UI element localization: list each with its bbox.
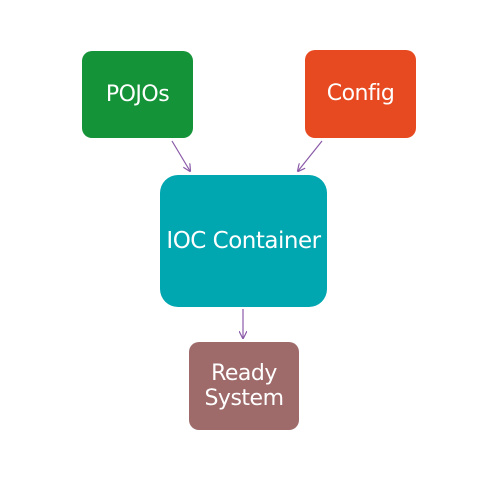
ready-system-label: Ready System: [204, 360, 284, 411]
ioc-container-label: IOC Container: [166, 227, 321, 254]
pojos-node: POJOs: [82, 51, 193, 138]
pojos-label: POJOs: [105, 81, 170, 107]
ready-system-node: Ready System: [189, 342, 299, 430]
arrow-pojos-to-ioc: [171, 140, 190, 171]
config-label: Config: [326, 81, 395, 107]
config-node: Config: [305, 50, 416, 138]
ioc-container-node: IOC Container: [160, 175, 327, 307]
arrow-config-to-ioc: [298, 140, 323, 171]
